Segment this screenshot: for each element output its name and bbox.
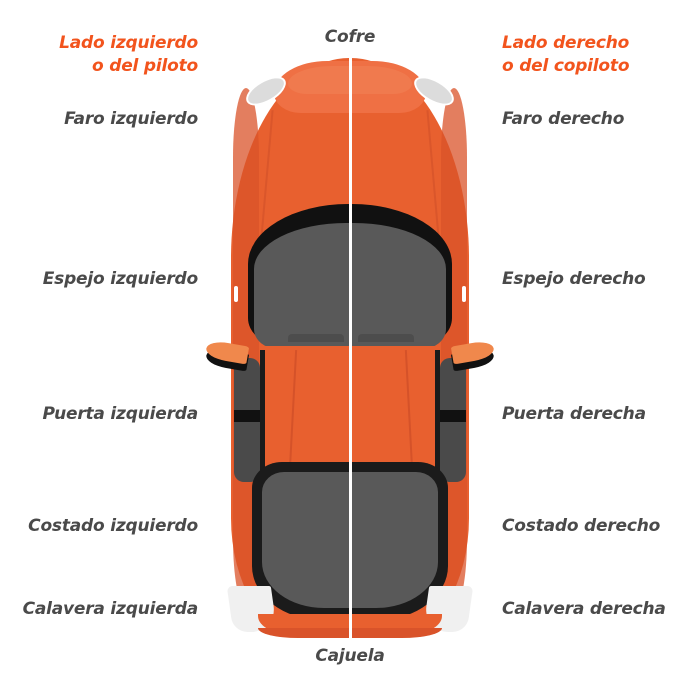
wiper-right bbox=[358, 334, 414, 342]
center-split-line bbox=[349, 56, 352, 640]
label-costado-derecho: Costado derecho bbox=[502, 516, 661, 536]
door-seam-left bbox=[234, 410, 260, 422]
heading-right-side-line1: Lado derecho bbox=[502, 33, 630, 53]
label-cajuela: Cajuela bbox=[315, 646, 385, 666]
side-marker-right bbox=[462, 286, 466, 302]
car-top-view-illustration bbox=[200, 56, 500, 640]
door-seam-right bbox=[440, 410, 466, 422]
label-puerta-derecha: Puerta derecha bbox=[502, 404, 646, 424]
wiper-left bbox=[288, 334, 344, 342]
label-cofre: Cofre bbox=[324, 27, 376, 47]
label-faro-izquierdo: Faro izquierdo bbox=[64, 109, 198, 129]
heading-left-side-line1: Lado izquierdo bbox=[59, 33, 198, 53]
label-espejo-izquierdo: Espejo izquierdo bbox=[42, 269, 198, 289]
label-calavera-izquierda: Calavera izquierda bbox=[22, 599, 199, 619]
label-espejo-derecho: Espejo derecho bbox=[502, 269, 646, 289]
label-calavera-derecha: Calavera derecha bbox=[502, 599, 666, 619]
heading-left-side: Lado izquierdo o del piloto bbox=[0, 32, 198, 78]
heading-left-side-line2: o del piloto bbox=[92, 55, 198, 76]
door-pillar-left bbox=[260, 350, 265, 482]
heading-right-side: Lado derecho o del copiloto bbox=[502, 32, 700, 78]
label-faro-derecho: Faro derecho bbox=[502, 109, 625, 129]
heading-right-side-line2: o del copiloto bbox=[502, 55, 630, 76]
label-costado-izquierdo: Costado izquierdo bbox=[28, 516, 198, 536]
label-puerta-izquierda: Puerta izquierda bbox=[42, 404, 198, 424]
door-pillar-right bbox=[435, 350, 440, 482]
side-marker-left bbox=[234, 286, 238, 302]
